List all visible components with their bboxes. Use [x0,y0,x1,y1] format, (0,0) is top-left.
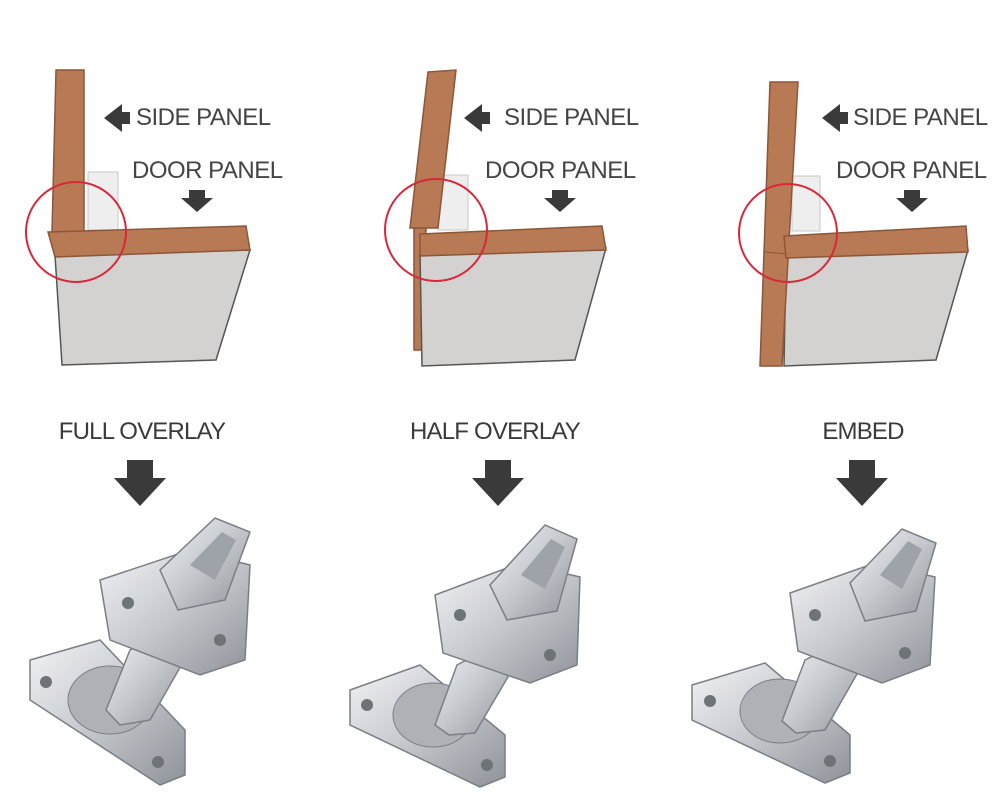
down-arrow-icon [836,460,888,506]
door-panel-label: DOOR PANEL [485,157,636,184]
cabinet-hinge-icon [349,524,581,788]
down-arrow-icon [472,460,524,506]
cabinet-hinge-icon [691,528,937,784]
side-panel-label: SIDE PANEL [504,104,639,131]
down-arrow-icon [114,460,166,506]
door-panel-label: DOOR PANEL [836,157,987,184]
embed-panel-illustration [738,81,970,367]
overlay-type-title: HALF OVERLAY [409,418,581,445]
cabinet-hinge-icon [29,517,251,786]
side-panel-label: SIDE PANEL [136,104,271,131]
side-panel-label: SIDE PANEL [853,104,988,131]
full-overlay-panel-illustration [25,69,252,366]
overlay-type-title: EMBED [822,418,904,445]
door-panel-label: DOOR PANEL [132,157,283,184]
half-overlay-panel-illustration [384,69,607,367]
overlay-type-title: FULL OVERLAY [58,418,226,445]
